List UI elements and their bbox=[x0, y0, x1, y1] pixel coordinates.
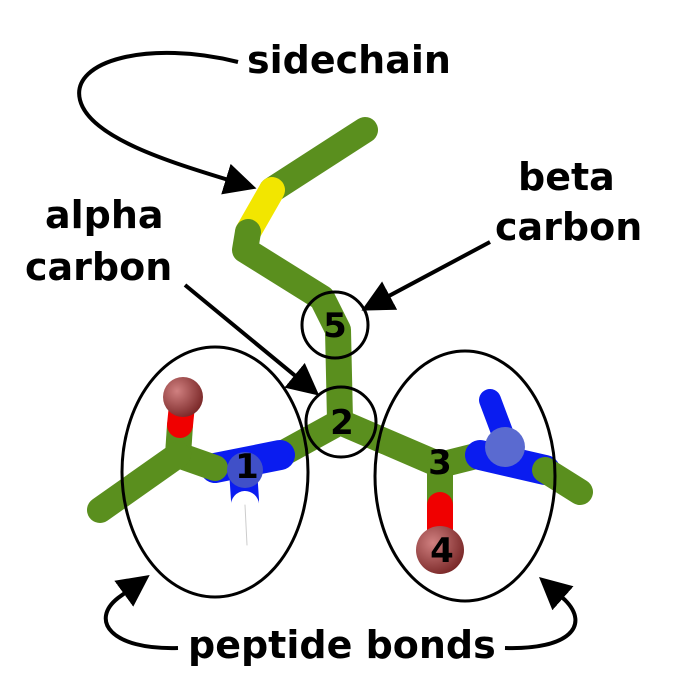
label-peptide-bonds: peptide bonds bbox=[188, 623, 496, 667]
bond-right-chain bbox=[532, 457, 593, 505]
bond-h-left-outline bbox=[244, 504, 248, 546]
atom-number-2: 2 bbox=[330, 403, 354, 443]
label-beta-line1: beta bbox=[518, 155, 615, 199]
bond-sidechain-top bbox=[259, 117, 378, 203]
atom-number-1: 1 bbox=[235, 447, 259, 487]
label-sidechain: sidechain bbox=[247, 38, 451, 82]
atom-number-4: 4 bbox=[430, 531, 454, 571]
bond-left-chain bbox=[87, 442, 191, 523]
atom-number-5: 5 bbox=[323, 306, 347, 346]
bond-ca-c3 bbox=[327, 409, 453, 478]
label-alpha-line2: carbon bbox=[25, 245, 172, 289]
peptide-arrow-right bbox=[504, 577, 578, 651]
beta-carbon-circle bbox=[300, 290, 370, 360]
label-alpha-line1: alpha bbox=[45, 193, 164, 237]
nitrogen-left-node bbox=[227, 452, 263, 488]
sidechain-arrow bbox=[77, 50, 257, 195]
beta-carbon-arrow bbox=[361, 240, 491, 311]
bond-sidechain-mid bbox=[232, 219, 353, 433]
oxygen-ball-right bbox=[416, 526, 464, 574]
nitrogen-right-node bbox=[485, 427, 525, 467]
peptide-arrow-left bbox=[104, 574, 179, 651]
alpha-carbon-arrow bbox=[183, 283, 320, 396]
arrows bbox=[77, 50, 578, 651]
atom-number-3: 3 bbox=[428, 443, 452, 483]
oxygen-ball-left bbox=[163, 377, 203, 417]
peptide-bond-ellipse-right bbox=[373, 349, 557, 603]
label-beta-line2: carbon bbox=[495, 205, 642, 249]
highlights bbox=[120, 290, 557, 603]
peptide-bond-ellipse-left bbox=[120, 345, 310, 599]
alpha-carbon-circle bbox=[304, 385, 378, 459]
